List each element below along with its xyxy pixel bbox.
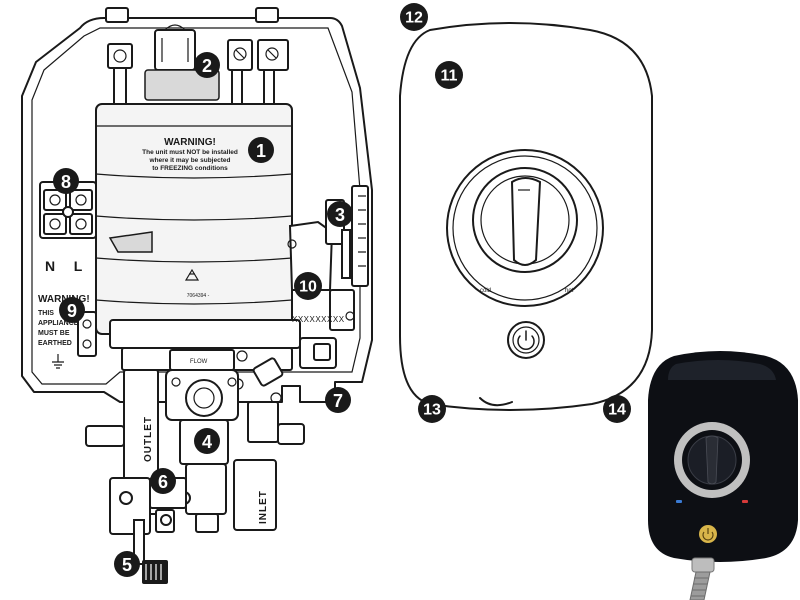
top-clip-right [255,7,279,23]
svg-text:3: 3 [335,205,345,225]
svg-text:7: 7 [333,391,343,411]
mains-terminal-block [39,181,97,239]
callout-1: 1 [248,137,274,163]
inlet-label: INLET [258,490,269,524]
backplate-inner-rim [31,27,361,385]
earth-warning-text: WARNING! THIS APPLIANCE MUST BE EARTHED [38,294,90,347]
svg-text:EARTHED: EARTHED [38,340,72,347]
flow-label: FLOW [190,359,208,365]
callout-4: 4 [194,428,220,454]
callout-14: 14 [603,395,631,423]
warning-label-title: WARNING! [164,137,216,148]
cold-label: cold [480,288,491,294]
product-power-icon [702,528,714,541]
callout-7: 7 [325,387,351,413]
terminal-live-label: L [74,258,83,274]
power-icon [517,330,535,351]
temperature-knob-drawing [446,149,604,307]
svg-text:4: 4 [202,432,212,452]
svg-text:APPLIANCE: APPLIANCE [38,320,79,327]
can-base-flange [109,319,301,349]
warning-label-line1: The unit must NOT be installed [142,149,238,156]
bottom-cable [133,519,168,584]
callout-8: 8 [53,168,79,194]
svg-text:13: 13 [423,402,441,419]
front-cover-bottom-notch [479,397,513,407]
callout-2: 2 [194,52,220,78]
callout-badges: 1 2 3 4 5 6 7 8 9 10 11 12 13 14 [53,3,631,577]
svg-text:2: 2 [202,56,212,76]
callout-3: 3 [327,201,353,227]
product-body-highlight [668,360,776,380]
top-clip-left [105,7,129,23]
callout-11: 11 [435,61,463,89]
svg-text:11: 11 [441,68,458,85]
hot-label: hot [565,288,574,294]
earth-symbol-icon [52,354,64,369]
product-hot-marker [742,500,748,503]
callout-6: 6 [150,468,176,494]
outlet-label: OUTLET [143,416,154,462]
svg-text:8: 8 [61,172,71,192]
svg-text:6: 6 [158,472,168,492]
inlet-pipe: INLET [233,401,305,531]
pressure-switch-base [144,69,220,101]
svg-text:THIS: THIS [38,310,54,317]
recycle-icon [184,268,200,281]
warning-label-line2: where it may be subjected [149,157,231,164]
product-cold-marker [676,500,682,503]
product-photo [648,351,798,600]
terminal-block-top-a [227,39,253,71]
callout-9: 9 [59,297,85,323]
svg-text:9: 9 [67,301,77,321]
svg-text:10: 10 [299,279,317,296]
pipe-left [113,67,127,109]
lower-valve-assembly [109,477,191,535]
svg-text:5: 5 [122,555,132,575]
callout-5: 5 [114,551,140,577]
part-code-label: 7064394 - [187,293,210,299]
svg-text:1: 1 [256,141,266,161]
callout-10: 10 [294,272,322,300]
earth-terminal [77,311,97,357]
front-cover-view: cold hot [399,22,653,411]
svg-text:14: 14 [608,402,626,419]
serial-code-label: XXXXXXXXX [292,315,345,324]
pressure-switch-housing [154,29,196,71]
svg-text:WARNING!: WARNING! [38,294,90,305]
heater-can: WARNING! The unit must NOT be installed … [95,103,293,335]
warning-label-line3: to FREEZING conditions [152,165,228,172]
svg-text:MUST BE: MUST BE [38,330,70,337]
callout-12: 12 [400,3,428,31]
svg-text:12: 12 [405,10,423,27]
thermal-cutout-assembly: XXXXXXXXX [287,185,369,331]
power-button-drawing [507,321,545,359]
product-knob-grip [705,435,719,485]
can-arrow-mark [108,231,153,253]
callout-13: 13 [418,395,446,423]
product-hose [689,557,715,600]
lower-right-connector [232,337,337,404]
internal-unit-view: WARNING! The unit must NOT be installed … [21,7,373,584]
terminal-neutral-label: N [45,258,55,274]
top-left-terminal [107,43,133,69]
backplate-outline [21,17,373,403]
